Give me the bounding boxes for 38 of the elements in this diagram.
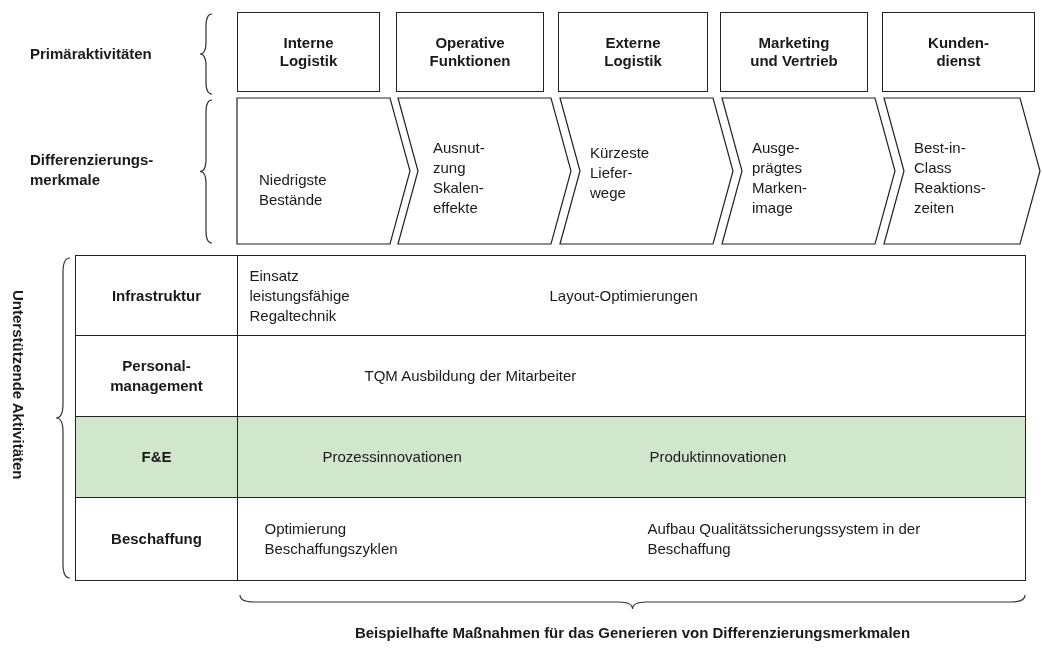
activity-label: Operative Funktionen [428,34,512,70]
activity-box [882,12,1035,92]
feature-text: Kürzeste Liefer- wege [590,143,651,203]
row-header-label: Personal- management [109,356,204,397]
measure-text: Layout-Optimierungen [549,285,699,306]
row-header-label: F&E [141,447,172,468]
row-header-label: Infrastruktur [111,285,202,306]
row-header-label: Beschaffung [111,528,202,549]
measure-text: Aufbau Qualitätssicherungssystem in der Beschaffung [647,518,922,559]
measure-text: Einsatz leistungsfähige Regaltechnik [249,265,351,326]
measure-text: Prozessinnovationen [322,447,463,468]
row-label: Differenzierungs- merkmale [30,150,155,190]
row-label: Primäraktivitäten [30,44,152,64]
measure-text: TQM Ausbildung der Mitarbeiter [364,366,578,387]
activity-label: Interne Logistik [278,34,339,70]
activity-label: Externe Logistik [603,34,663,70]
measure-cell [236,335,1026,418]
activity-label: Marketing und Vertrieb [749,34,839,70]
activity-box [396,12,544,92]
measure-text: Produktinnovationen [649,447,788,468]
measure-cell [236,255,1026,337]
group-label: Unterstützende Aktivitäten [10,290,27,480]
feature-text: Ausnut- zung Skalen- effekte [433,138,486,218]
footer-label: Beispielhafte Maßnahmen für das Generieren von Differenzierungsmerkmalen [353,623,912,643]
activity-box [720,12,868,92]
feature-text: Niedrigste Bestände [259,170,328,210]
measure-cell [236,416,1026,499]
row-header-cell [75,497,238,581]
row-header-cell [75,335,238,418]
feature-text: Best-in- Class Reaktions- zeiten [914,138,984,218]
feature-text: Ausge- prägtes Marken- image [752,138,808,218]
activity-box [237,12,380,92]
measure-text: Optimierung Beschaffungszyklen [264,518,399,559]
activity-label: Kunden- dienst [927,34,990,70]
measure-cell [236,497,1026,581]
activity-box [558,12,708,92]
row-header-cell [75,255,238,337]
row-header-cell [75,416,238,499]
